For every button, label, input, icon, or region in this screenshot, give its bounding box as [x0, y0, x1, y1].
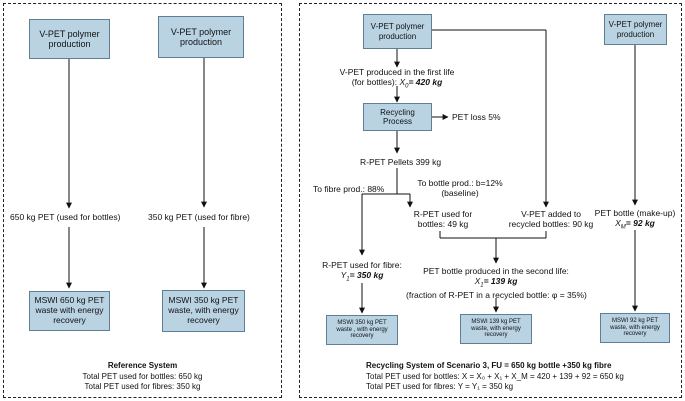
left-mswi-bottles-box: MSWI 650 kg PET waste with energy recove…	[29, 291, 110, 331]
left-vpet-production-label-fibres: V-PET polymer production	[170, 26, 232, 47]
mswi-92-box: MSWI 92 kg PET waste, with energy recove…	[600, 313, 670, 343]
recycling-system-frame	[299, 3, 682, 398]
to-fibre-label: To fibre prod.: 88%	[313, 184, 385, 194]
rpet-fibre-label: R-PET used for fibre: Y1= 350 kg	[306, 260, 418, 284]
to-bottle-label: To bottle prod.: b=12% (baseline)	[415, 178, 505, 198]
rpet-bottles-label: R-PET used for bottles: 49 kg	[408, 209, 478, 229]
rpet-fibre-line1: R-PET used for fibre:	[322, 260, 402, 270]
rpet-bottles-line1: R-PET used for	[413, 209, 473, 219]
pet-makeup-line2: XM= 92 kg	[615, 218, 655, 231]
pet-makeup-label: PET bottle (make-up) XM= 92 kg	[589, 208, 681, 232]
right-caption-fibres: Total PET used for fibres: Y = Y₁ = 350 …	[366, 382, 514, 391]
recycling-process-box: Recycling Process	[363, 103, 432, 131]
right-vpet-production-label-main: V-PET polymer production	[370, 22, 425, 41]
left-vpet-production-box-fibres: V-PET polymer production	[158, 16, 244, 58]
left-caption-fibres: Total PET used for fibres: 350 kg	[84, 382, 201, 391]
right-vpet-production-label-makeup: V-PET polymer production	[608, 20, 663, 39]
mswi-139-label: MSWI 139 kg PET waste, with energy recov…	[471, 318, 521, 339]
reference-system-frame	[3, 3, 282, 398]
second-life-line2: X1= 139 kg	[474, 276, 518, 289]
mswi-139-box: MSWI 139 kg PET waste, with energy recov…	[460, 314, 532, 344]
to-bottle-line2: (baseline)	[441, 188, 479, 199]
right-caption-title: Recycling System of Scenario 3, FU = 650…	[366, 361, 612, 370]
right-caption-bottles: Total PET used for bottles: X = X₀ + X₁ …	[366, 372, 624, 381]
right-vpet-production-box-main: V-PET polymer production	[363, 14, 432, 49]
second-life-label: PET bottle produced in the second life: …	[406, 266, 587, 301]
mswi-fibre-label: MSWI 350 kg PET waste , with energy reco…	[336, 319, 388, 340]
left-flow-bottles-label: 650 kg PET (used for bottles)	[10, 212, 121, 222]
left-mswi-fibres-box: MSWI 350 kg PET waste, with energy recov…	[162, 290, 245, 332]
rpet-pellets-label: R-PET Pellets 399 kg	[360, 157, 442, 167]
recycling-process-label: Recycling Process	[380, 107, 415, 126]
left-mswi-bottles-label: MSWI 650 kg PET waste with energy recove…	[34, 295, 105, 325]
to-bottle-line1: To bottle prod.: b=12%	[417, 178, 503, 188]
mswi-fibre-box: MSWI 350 kg PET waste , with energy reco…	[326, 315, 398, 345]
second-life-line3: (fraction of R-PET in a recycled bottle:…	[406, 290, 587, 301]
mswi-92-label: MSWI 92 kg PET waste, with energy recove…	[610, 317, 660, 338]
first-life-label: V-PET produced in the first life (for bo…	[335, 67, 459, 91]
left-vpet-production-box-bottles: V-PET polymer production	[29, 19, 110, 59]
first-life-line1: V-PET produced in the first life	[339, 67, 455, 77]
rpet-fibre-line2: Y1= 350 kg	[340, 270, 384, 283]
rpet-bottles-line2: bottles: 49 kg	[417, 219, 469, 230]
first-life-line2: (for bottles): X0= 420 kg	[351, 77, 443, 90]
left-vpet-production-label-bottles: V-PET polymer production	[39, 28, 100, 49]
vpet-added-line2: recycled bottles: 90 kg	[508, 219, 594, 230]
left-mswi-fibres-label: MSWI 350 kg PET waste, with energy recov…	[168, 295, 239, 325]
right-vpet-production-box-makeup: V-PET polymer production	[604, 14, 667, 45]
vpet-added-line1: V-PET added to	[521, 209, 581, 219]
left-flow-fibres-label: 350 kg PET (used for fibre)	[148, 212, 250, 222]
vpet-added-label: V-PET added to recycled bottles: 90 kg	[503, 209, 599, 229]
left-caption-title: Reference System	[107, 361, 178, 370]
pet-loss-label: PET loss 5%	[452, 112, 501, 122]
left-caption-bottles: Total PET used for bottles: 650 kg	[82, 372, 203, 381]
second-life-line1: PET bottle produced in the second life:	[423, 266, 569, 276]
pet-makeup-line1: PET bottle (make-up)	[594, 208, 676, 218]
